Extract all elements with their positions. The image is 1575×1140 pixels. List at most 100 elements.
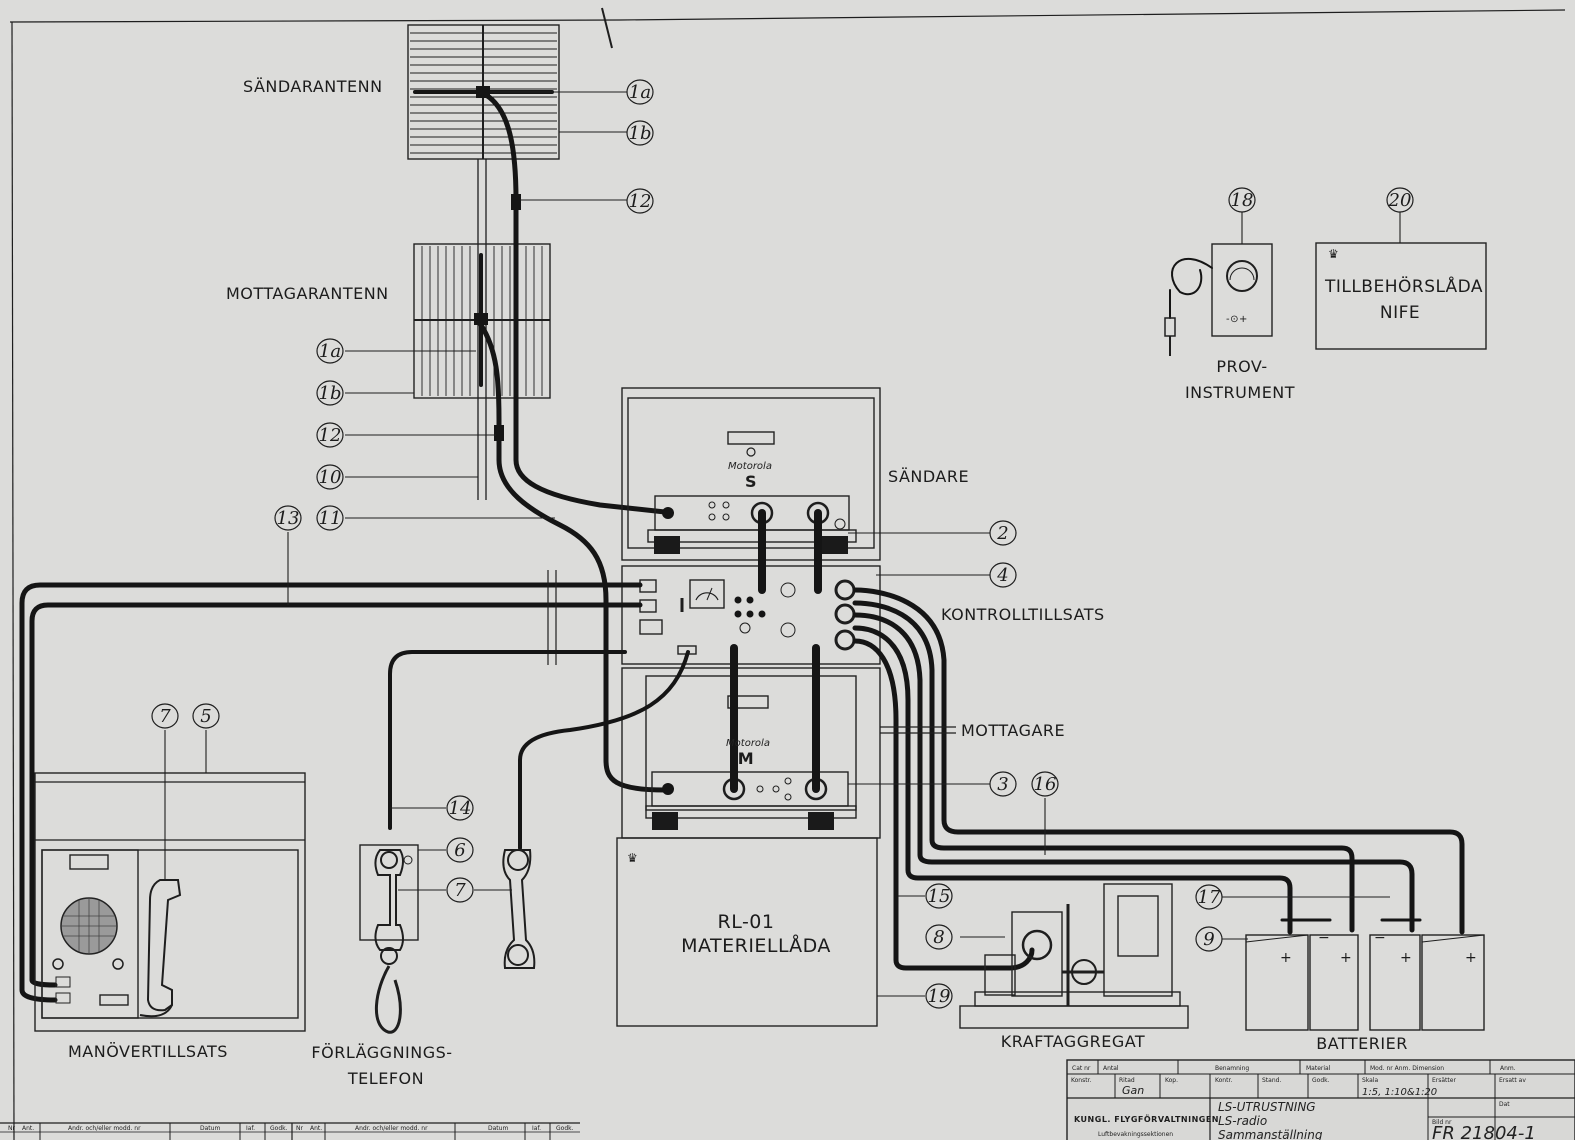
rev-h-iaf: Iaf. (246, 1125, 255, 1132)
transmitter-antenna (407, 24, 560, 160)
tb-h-cat: Cat nr (1072, 1065, 1091, 1072)
svg-text:+: + (1280, 950, 1292, 966)
callout-9: 9 (1203, 929, 1214, 950)
callout-17: 17 (1198, 887, 1221, 908)
callout-1b-tx: 1b (629, 123, 652, 144)
callout-7-telephone: 7 (454, 880, 466, 901)
rev-h-nr: Nr (8, 1125, 15, 1132)
callout-13: 13 (277, 508, 300, 529)
callout-10: 10 (319, 467, 342, 488)
brand-transmitter: Motorola (728, 461, 772, 472)
tb-sub: Luftbevakningssektionen (1098, 1131, 1173, 1138)
tx-antenna-cable (483, 92, 668, 515)
power-generator (959, 883, 1189, 1029)
power-cables (852, 587, 1465, 971)
label-batteries: BATTERIER (1316, 1034, 1408, 1053)
frame-top-line (9, 19, 621, 23)
unit-m: M (738, 749, 754, 768)
tb-h-kop: Kop. (1165, 1077, 1178, 1084)
tb-title-2: LS-radio (1218, 1114, 1267, 1128)
tb-h-stand: Stand. (1262, 1077, 1281, 1084)
rev-h-ant-2: Ant. (310, 1125, 322, 1132)
receiver-antenna (413, 243, 551, 399)
callout-4: 4 (996, 565, 1008, 586)
callout-12-tx: 12 (629, 191, 652, 212)
label-transmitter-antenna: SÄNDARANTENN (243, 77, 383, 96)
callout-2: 2 (996, 523, 1008, 544)
label-operator-unit: MANÖVERTILLSATS (68, 1042, 228, 1061)
tb-h-ritad: Ritad (1119, 1077, 1135, 1084)
operator-unit (34, 772, 306, 1032)
tb-h-bild: Bild nr (1432, 1119, 1452, 1126)
frame-left-line (11, 21, 15, 1140)
tb-drawn-by: Gan (1122, 1084, 1144, 1097)
leader-lines (164, 91, 1401, 997)
rx-cable-connector (494, 425, 504, 441)
equipment-cabinet (616, 387, 881, 1027)
callout-1a-rx: 1a (319, 341, 341, 362)
label-test-instrument-2: INSTRUMENT (1185, 383, 1295, 402)
tb-h-skala: Skala (1362, 1077, 1379, 1084)
telephone-cable (388, 650, 627, 830)
callout-1b-rx: 1b (319, 383, 342, 404)
rev-h-ant: Ant. (22, 1125, 34, 1132)
label-transmitter: SÄNDARE (888, 467, 969, 486)
rev-h-nr-2: Nr (296, 1125, 303, 1132)
tb-h-konstr: Konstr. (1071, 1077, 1092, 1084)
callout-5: 5 (200, 706, 211, 727)
label-accessory-box-1: TILLBEHÖRSLÅDA (1324, 275, 1483, 297)
label-field-telephone-2: TELEFON (347, 1069, 424, 1088)
tx-cable-connector (511, 194, 521, 210)
svg-text:−: − (1374, 930, 1386, 946)
tb-h-antal: Antal (1103, 1065, 1119, 1072)
callout-11: 11 (319, 508, 342, 529)
svg-text:+: + (1465, 950, 1477, 966)
callout-15: 15 (928, 886, 951, 907)
svg-text:+: + (1340, 950, 1352, 966)
label-field-telephone-1: FÖRLÄGGNINGS- (311, 1043, 452, 1062)
handset (502, 849, 536, 969)
title-block (1066, 1059, 1575, 1140)
label-materiel-box-2: MATERIELLÅDA (681, 934, 831, 957)
brand-receiver: Motorola (726, 738, 770, 749)
callout-12-rx: 12 (319, 425, 342, 446)
tb-title-1: LS-UTRUSTNING (1218, 1100, 1316, 1114)
tb-h-modell: Mod. nr Anm. Dimension (1370, 1065, 1444, 1072)
callout-20: 20 (1388, 190, 1412, 211)
tb-scale: 1:5, 1:10&1:20 (1362, 1087, 1437, 1098)
callout-circles (151, 79, 1414, 1009)
callout-19: 19 (928, 986, 951, 1007)
rev-h-datum-2: Datum (488, 1125, 508, 1132)
callout-8: 8 (933, 927, 944, 948)
crown-mark: ♛ (627, 851, 638, 865)
label-receiver: MOTTAGARE (961, 721, 1065, 740)
tb-h-godk: Godk. (1312, 1077, 1330, 1084)
svg-text:♛: ♛ (1328, 247, 1339, 261)
tb-h-material: Material (1306, 1065, 1331, 1072)
rev-h-andr: Andr. och/eller modd. nr (68, 1125, 141, 1132)
accessory-box: ♛ (1315, 242, 1487, 350)
label-test-instrument-1: PROV- (1216, 357, 1267, 376)
label-materiel-box-1: RL-01 (718, 911, 775, 933)
tb-h-benamning: Benamning (1215, 1065, 1249, 1072)
pencil-mark (601, 7, 613, 49)
test-instrument: -⊙+ (1164, 243, 1273, 356)
rev-h-datum: Datum (200, 1125, 220, 1132)
label-control-unit: KONTROLLTILLSATS (941, 605, 1105, 624)
rev-h-andr-2: Andr. och/eller modd. nr (355, 1125, 428, 1132)
label-receiver-antenna: MOTTAGARANTENN (226, 284, 389, 303)
rev-h-godk: Godk. (270, 1125, 288, 1132)
tb-title-3: Sammanställning (1218, 1128, 1323, 1140)
unit-s: S (745, 472, 757, 491)
callout-1a-tx: 1a (629, 82, 651, 103)
tb-h-anm: Anm. (1500, 1065, 1516, 1072)
tb-org: KUNGL. FLYGFÖRVALTNINGEN (1074, 1114, 1219, 1124)
tb-h-kontr: Kontr. (1215, 1077, 1232, 1084)
field-telephone (359, 844, 419, 1034)
tb-h-dat: Dat (1499, 1101, 1510, 1108)
frame-top-line-right (619, 9, 1566, 21)
rx-antenna-cable (478, 322, 668, 793)
rev-h-godk-2: Godk. (556, 1125, 574, 1132)
batteries: + + + + − − (1245, 918, 1485, 1031)
